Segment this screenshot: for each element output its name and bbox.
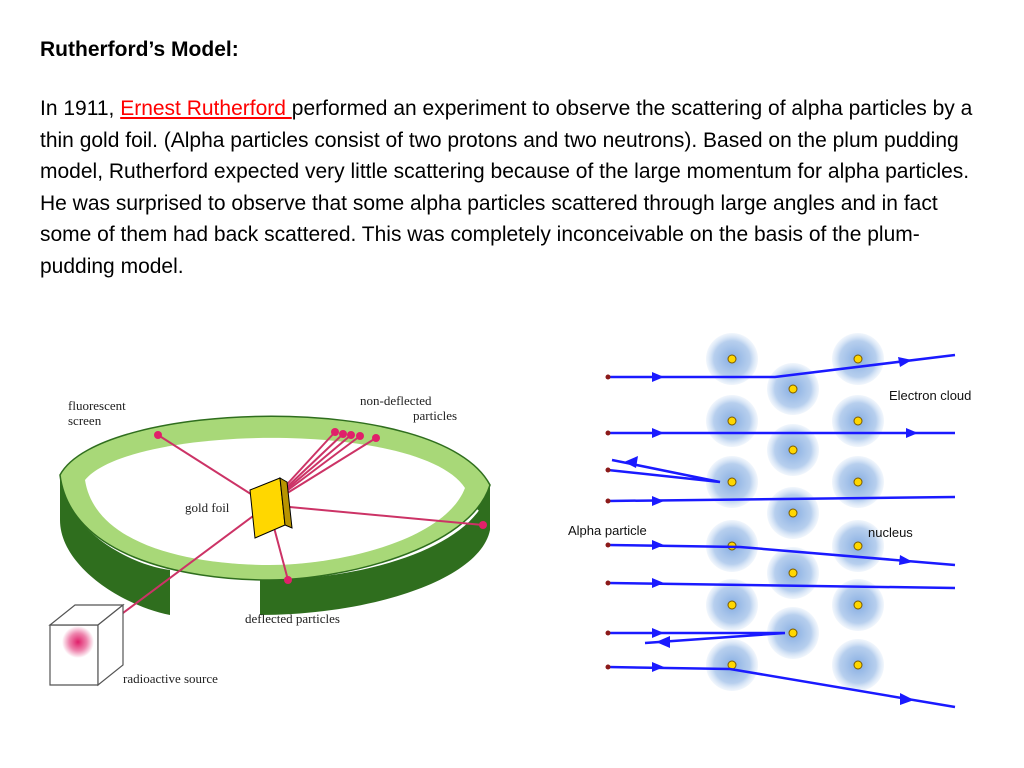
- nucleus-dot: [788, 445, 798, 455]
- alpha-start-dot: [605, 664, 611, 670]
- arrowhead: [656, 636, 670, 648]
- impact-dot: [284, 576, 292, 584]
- impact-dot: [372, 434, 380, 442]
- alpha-start-dot: [605, 630, 611, 636]
- nucleus-dot: [853, 416, 863, 426]
- arrowhead: [906, 428, 918, 438]
- impact-dot: [154, 431, 162, 439]
- nucleus-dot: [788, 568, 798, 578]
- scattering-diagram: Electron cloud Alpha particle nucleus: [568, 333, 971, 709]
- track-deflected-back: [157, 434, 269, 506]
- screen-front-right: [260, 485, 490, 615]
- nucleus-dot: [853, 477, 863, 487]
- apparatus-figure: fluorescent screen non-deflected particl…: [40, 380, 500, 710]
- label-nucleus: nucleus: [868, 525, 913, 540]
- nucleus-dot: [727, 354, 737, 364]
- alpha-track-4: [607, 495, 956, 503]
- alpha-start-dot: [605, 430, 611, 436]
- arrowhead: [652, 662, 664, 672]
- nucleus-dot: [727, 416, 737, 426]
- arrowhead: [652, 540, 664, 550]
- label-fluorescent-1: fluorescent: [68, 398, 126, 413]
- scattering-figure: Electron cloud Alpha particle nucleus: [560, 325, 1005, 715]
- alpha-track-3-back: [607, 458, 721, 484]
- impact-dot: [356, 432, 364, 440]
- ernest-rutherford-link[interactable]: Ernest Rutherford: [120, 97, 292, 120]
- arrowhead: [652, 578, 664, 588]
- label-nondeflected-1: non-deflected: [360, 393, 432, 408]
- label-fluorescent-2: screen: [68, 413, 102, 428]
- impact-dot: [479, 521, 487, 529]
- alpha-track-8: [607, 665, 956, 709]
- screen-front-left: [60, 475, 170, 615]
- paragraph-intro: In 1911,: [40, 97, 121, 120]
- impact-dot: [331, 428, 339, 436]
- alpha-start-dot: [605, 498, 611, 504]
- nucleus-dot: [788, 628, 798, 638]
- impact-dot: [339, 430, 347, 438]
- nucleus-dot: [853, 660, 863, 670]
- paragraph-rest: performed an experiment to observe the s…: [40, 97, 973, 278]
- arrowhead: [652, 372, 664, 382]
- label-alpha-particle: Alpha particle: [568, 523, 647, 538]
- arrowhead: [652, 496, 664, 506]
- nucleus-dot: [788, 508, 798, 518]
- label-nondeflected-2: particles: [413, 408, 457, 423]
- label-deflected: deflected particles: [245, 611, 340, 626]
- nucleus-dot: [727, 600, 737, 610]
- impact-dot: [347, 431, 355, 439]
- alpha-start-dot: [605, 542, 611, 548]
- arrowhead: [652, 428, 664, 438]
- nucleus-dot: [853, 541, 863, 551]
- label-source: radioactive source: [123, 671, 218, 686]
- arrowhead: [898, 357, 912, 367]
- nucleus-dot: [727, 477, 737, 487]
- nucleus-dot: [853, 354, 863, 364]
- arrowhead: [652, 628, 664, 638]
- arrowhead: [899, 555, 913, 565]
- alpha-start-dot: [605, 467, 611, 473]
- alpha-track-6: [607, 581, 956, 590]
- apparatus-diagram: fluorescent screen non-deflected particl…: [48, 393, 491, 687]
- alpha-track-7-back: [608, 631, 786, 645]
- alpha-start-dot: [605, 580, 611, 586]
- label-gold-foil: gold foil: [185, 500, 230, 515]
- arrowhead: [624, 456, 638, 468]
- arrowhead: [900, 693, 914, 705]
- track-deflected-right: [267, 504, 484, 526]
- label-electron-cloud: Electron cloud: [889, 388, 971, 403]
- gold-foil-edge: [279, 477, 293, 529]
- alpha-start-dot: [605, 374, 611, 380]
- page-heading: Rutherford’s Model:: [40, 38, 239, 61]
- radioactive-source-box: [48, 603, 125, 687]
- body-paragraph: In 1911, Ernest Rutherford performed an …: [40, 93, 990, 282]
- nucleus-dot: [788, 384, 798, 394]
- nucleus-dot: [853, 600, 863, 610]
